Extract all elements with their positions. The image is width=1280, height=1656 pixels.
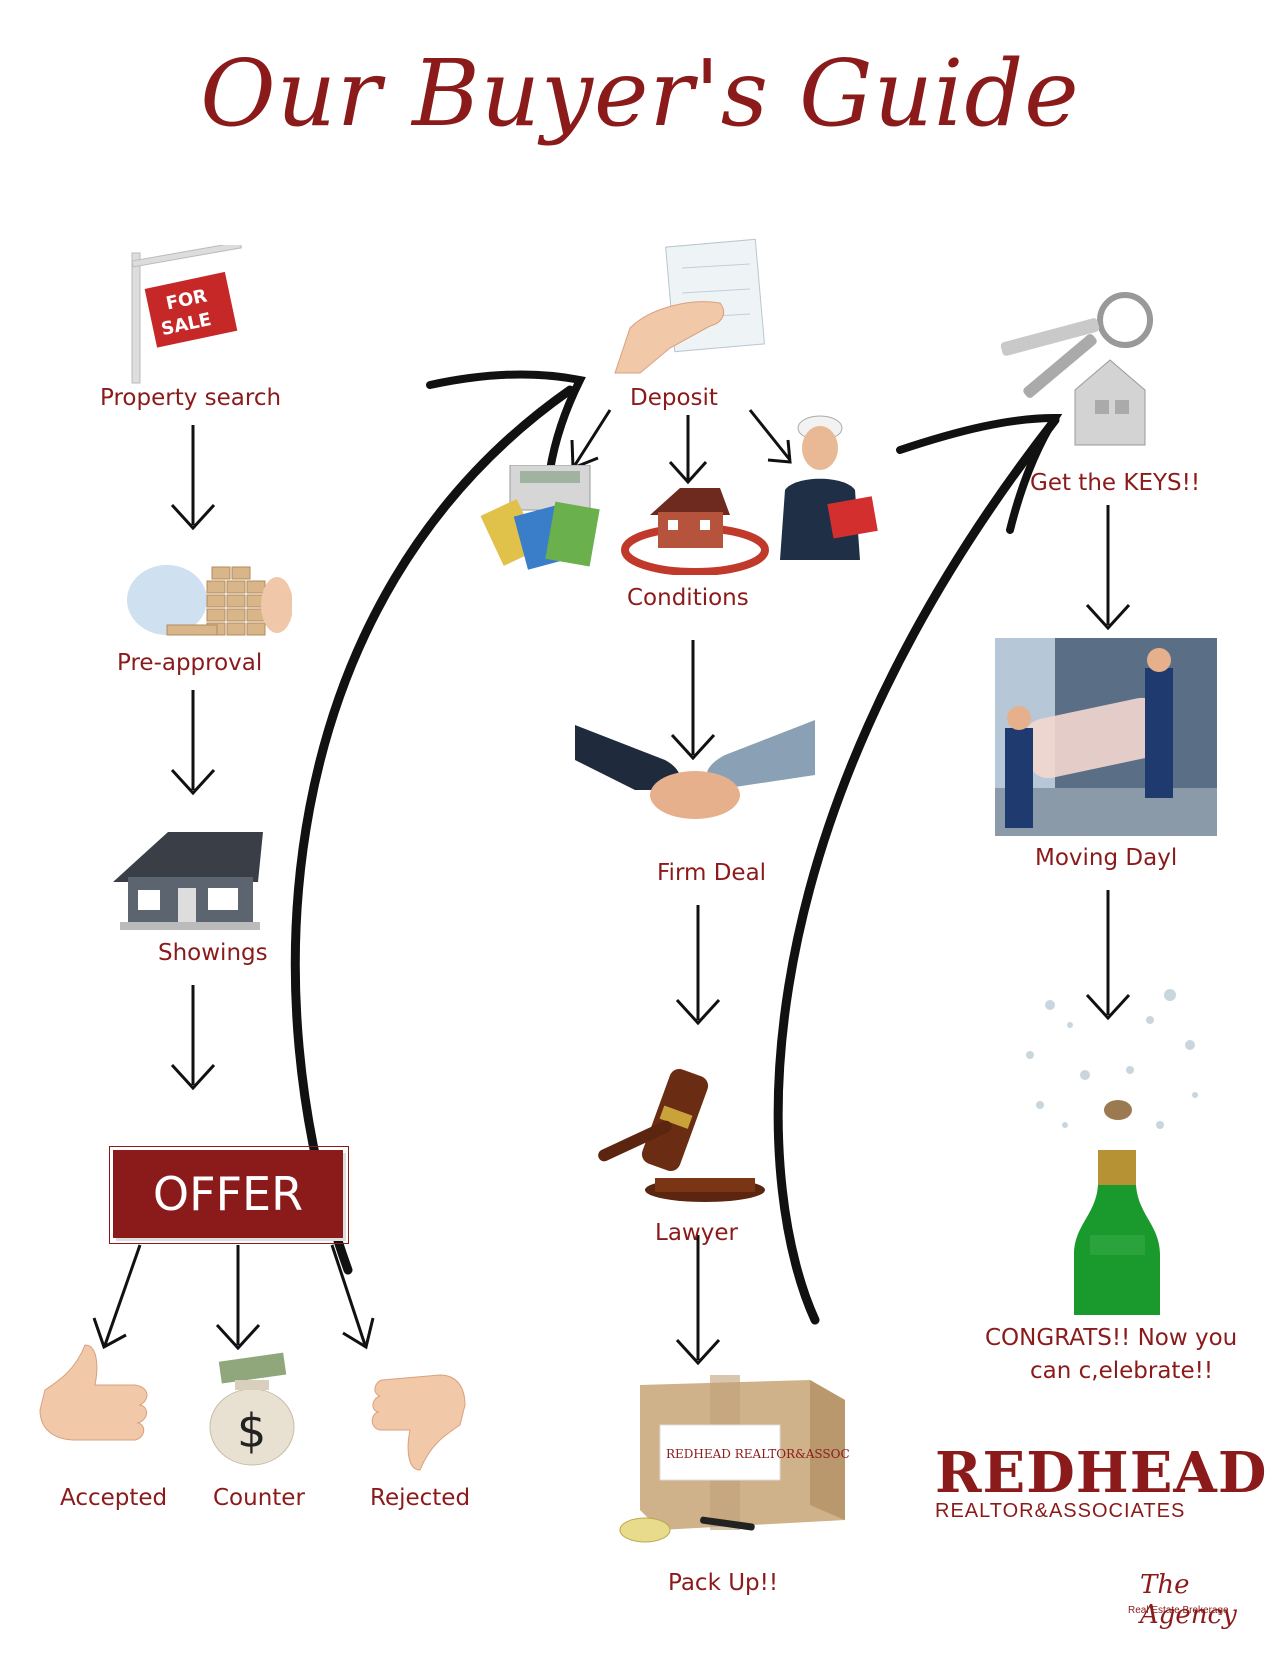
inspector-icon xyxy=(780,415,878,560)
arrow-preapproval-to-showings xyxy=(170,690,216,796)
logo-sub-text: REALTOR&ASSOCIATES xyxy=(935,1500,1186,1522)
champagne-icon xyxy=(1026,989,1198,1315)
curve-packup-to-keys xyxy=(773,415,1060,1325)
arrow-deposit-to-cash xyxy=(570,409,612,471)
label-counter: Counter xyxy=(213,1485,305,1511)
money-bag-icon: $ xyxy=(209,1352,295,1466)
label-lawyer: Lawyer xyxy=(655,1220,738,1246)
keys-icon xyxy=(1000,292,1153,446)
label-congrats-line1: CONGRATS!! Now you xyxy=(985,1325,1238,1351)
gavel-icon xyxy=(598,1068,765,1202)
label-deposit: Deposit xyxy=(630,385,718,411)
offer-badge: OFFER xyxy=(113,1150,343,1238)
arrow-deposit-to-house xyxy=(668,415,708,485)
arrow-search-to-preapproval xyxy=(170,425,216,531)
svg-text:REDHEAD REALTOR&ASSOCIATES: REDHEAD REALTOR&ASSOCIATES xyxy=(666,1447,850,1461)
agency-logo-text: The Agency xyxy=(1140,1570,1237,1630)
thumbs-up-icon xyxy=(39,1344,148,1441)
label-rejected: Rejected xyxy=(370,1485,471,1511)
label-pack-up: Pack Up!! xyxy=(668,1570,779,1596)
movers-icon xyxy=(995,638,1217,836)
arrow-keys-to-moving xyxy=(1085,505,1131,631)
curve-head-keys xyxy=(896,413,1063,534)
arrow-offer-to-counter xyxy=(215,1245,261,1351)
thumbs-down-icon xyxy=(371,1374,466,1471)
arrow-showings-to-offer xyxy=(170,985,216,1091)
cheque-icon xyxy=(614,238,765,374)
arrow-offer-to-accepted xyxy=(92,1244,142,1350)
house-icon xyxy=(113,832,263,930)
offer-frame xyxy=(109,1146,349,1244)
arrow-firm-to-lawyer xyxy=(675,905,721,1026)
curve-offer-to-deposit xyxy=(290,385,575,1275)
label-accepted: Accepted xyxy=(60,1485,168,1511)
curve-head-deposit xyxy=(426,370,586,474)
arrow-conditions-to-firm xyxy=(670,640,716,761)
house-lifebuoy-icon xyxy=(621,488,769,575)
label-firm-deal: Firm Deal xyxy=(657,860,767,886)
label-property-search: Property search xyxy=(100,385,282,411)
for-sale-sign-icon: FOR SALE xyxy=(131,245,242,384)
handshake-icon xyxy=(575,720,815,819)
agency-sub-text: Real Estate Brokerage xyxy=(1128,1605,1229,1616)
moving-box-icon: REDHEAD REALTOR&ASSOCIATES xyxy=(619,1375,850,1543)
page-title: Our Buyer's Guide xyxy=(200,40,1080,147)
label-pre-approval: Pre-approval xyxy=(117,650,263,676)
label-congrats-line2: can c,elebrate!! xyxy=(1030,1358,1214,1384)
arrow-deposit-to-inspector xyxy=(748,409,792,464)
label-get-keys: Get the KEYS!! xyxy=(1030,470,1201,496)
mortgage-blocks-icon xyxy=(127,565,292,636)
label-conditions: Conditions xyxy=(627,585,749,611)
label-moving-day: Moving Dayl xyxy=(1035,845,1178,871)
arrow-lawyer-to-packup xyxy=(675,1235,721,1366)
arrow-moving-to-congrats xyxy=(1085,890,1131,1021)
calculator-cash-icon xyxy=(480,465,600,570)
logo-main-text: REDHEAD xyxy=(935,1440,1268,1506)
arrow-offer-to-rejected xyxy=(330,1244,375,1350)
svg-text:$: $ xyxy=(237,1404,266,1458)
label-showings: Showings xyxy=(158,940,268,966)
brand-logo: REDHEAD REALTOR&ASSOCIATES xyxy=(935,1440,1268,1523)
